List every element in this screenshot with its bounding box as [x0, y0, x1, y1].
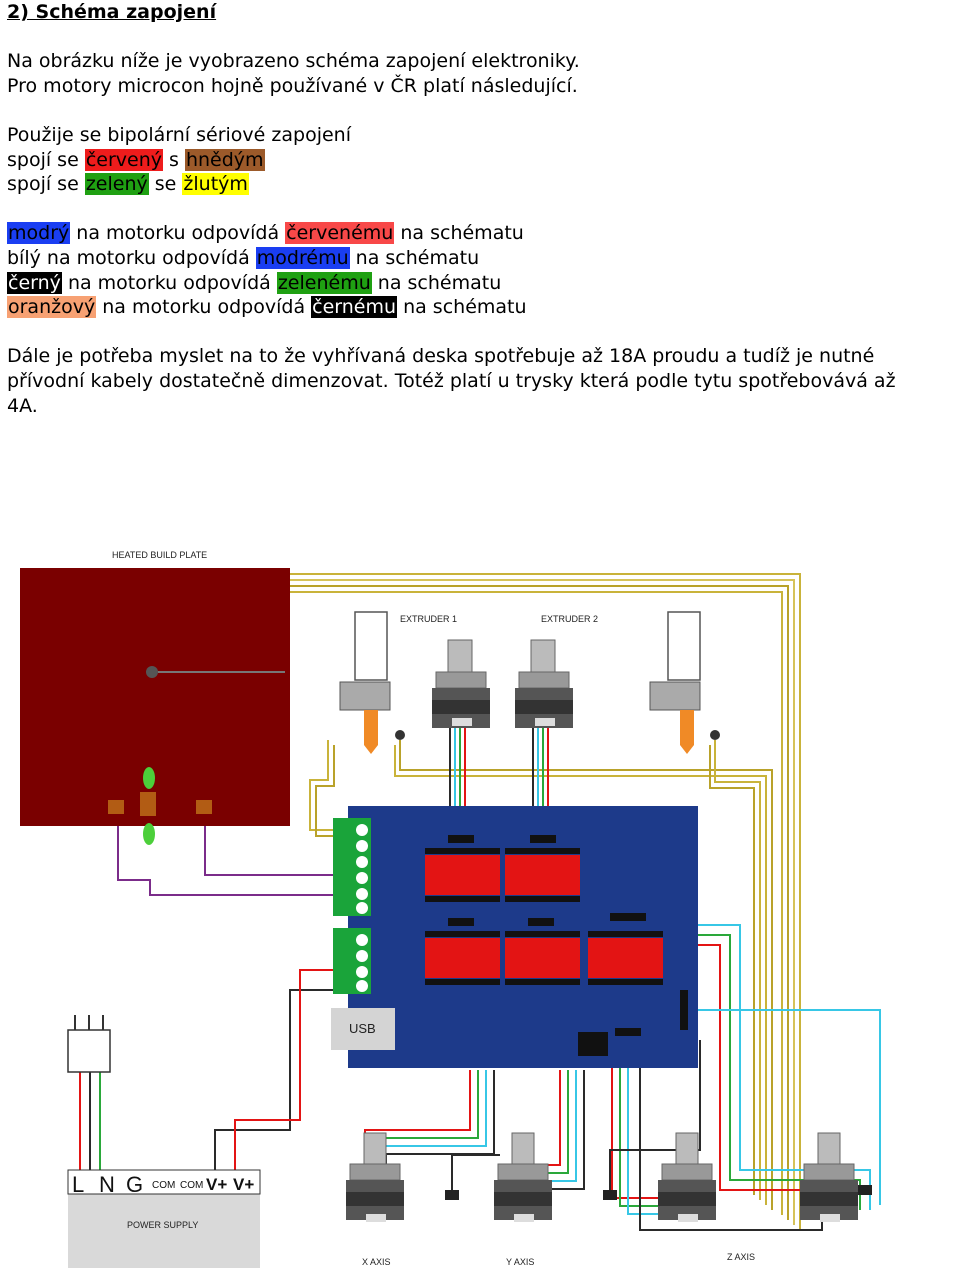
extruder-1-label: EXTRUDER 1 — [400, 614, 457, 624]
thermistor-icon — [146, 666, 158, 678]
text-span: se — [148, 173, 183, 196]
mapping-line-1: modrý na motorku odpovídá červenému na s… — [7, 221, 957, 246]
heated-build-plate — [20, 568, 290, 826]
highlight-yellow: žlutým — [182, 173, 249, 196]
plate-connector — [140, 792, 156, 816]
z-axis-label: Z AXIS — [727, 1252, 755, 1262]
serial-line-3: spojí se zelený se žlutým — [7, 172, 957, 197]
terminal-label: COM — [152, 1180, 175, 1191]
extruder-1-motor — [432, 639, 490, 728]
text-span: spojí se — [7, 148, 85, 171]
highlight-black: černý — [7, 271, 62, 294]
terminal-label: V+ — [206, 1175, 227, 1194]
hotend-2-block — [649, 681, 701, 711]
document-text: 2) Schéma zapojení Na obrázku níže je vy… — [7, 0, 957, 418]
text-span: bílý — [7, 246, 41, 269]
plate-terminal — [196, 800, 212, 814]
text-span: na motorku odpovídá — [70, 222, 286, 245]
highlight-blue: modrému — [255, 246, 350, 269]
power-jack — [578, 1032, 608, 1056]
text-span: na motorku odpovídá — [96, 296, 312, 319]
usb-label: USB — [349, 1021, 376, 1036]
text-span: na schématu — [397, 296, 527, 319]
terminal-label: COM — [180, 1180, 203, 1191]
usb-port[interactable] — [331, 1008, 395, 1050]
mapping-line-4: oranžový na motorku odpovídá černému na … — [7, 295, 957, 320]
hotend-2-nozzle — [680, 710, 694, 754]
hotend-1-fan — [354, 611, 388, 681]
endstop-switch — [445, 1190, 459, 1200]
hotend-2-fan — [667, 611, 701, 681]
terminal-label: L — [72, 1172, 84, 1197]
power-terminals: L N G COM COM V+ V+ — [72, 1172, 254, 1197]
highlight-red: červenému — [285, 222, 395, 245]
highlight-green: zelený — [84, 173, 149, 196]
text-span: spojí se — [7, 173, 85, 196]
terminal-label: N — [99, 1172, 115, 1197]
note-line-1: Dále je potřeba myslet na to že vyhřívan… — [7, 345, 875, 368]
note-line-3: 4A. — [7, 394, 38, 417]
x-axis-motor — [346, 1132, 404, 1222]
led-icon — [143, 823, 155, 845]
text-span: na motorku odpovídá — [40, 246, 256, 269]
plate-terminal — [108, 800, 124, 814]
serial-line-1: Použije se bipolární sériové zapojení — [7, 123, 351, 146]
mapping-line-3: černý na motorku odpovídá zelenému na sc… — [7, 271, 957, 296]
intro-line-2: Pro motory microcon hojně používané v ČR… — [7, 74, 578, 97]
note-line-2: přívodní kabely dostatečně dimenzovat. T… — [7, 369, 896, 392]
mapping-line-2: bílý na motorku odpovídá modrému na sché… — [7, 246, 957, 271]
x-axis-label: X AXIS — [362, 1257, 391, 1267]
terminal-label: V+ — [233, 1175, 254, 1194]
extruder-2-label: EXTRUDER 2 — [541, 614, 598, 624]
z-axis-motor-1 — [658, 1132, 716, 1222]
heated-plate-label: HEATED BUILD PLATE — [112, 550, 207, 560]
text-span: na motorku odpovídá — [61, 271, 277, 294]
highlight-orange: oranžový — [7, 296, 97, 319]
power-supply-label: POWER SUPPLY — [127, 1220, 198, 1230]
wiring-diagram: HEATED BUILD PLATE EXTRUDER 1 EXTRUDER 2 — [20, 550, 881, 1268]
stepper-drivers — [425, 848, 663, 985]
hotend-1-block — [339, 681, 391, 711]
terminal-label: G — [126, 1172, 143, 1197]
highlight-red: červený — [84, 148, 163, 171]
extruder-2-motor — [515, 639, 573, 728]
hotend-1-nozzle — [364, 710, 378, 754]
text-span: s — [162, 148, 185, 171]
endstop-switch — [603, 1190, 617, 1200]
z-axis-motor-2 — [800, 1132, 858, 1222]
text-span: na schématu — [371, 271, 502, 294]
y-axis-label: Y AXIS — [506, 1257, 534, 1267]
text-span: na schématu — [349, 246, 480, 269]
led-icon — [143, 767, 155, 789]
highlight-green: zelenému — [276, 271, 372, 294]
text-span: na schématu — [394, 222, 524, 245]
power-plug — [67, 1029, 111, 1073]
section-heading: 2) Schéma zapojení — [7, 1, 217, 23]
highlight-brown: hnědým — [184, 148, 265, 171]
highlight-black: černému — [311, 296, 398, 319]
endstop-switch — [858, 1185, 872, 1195]
intro-line-1: Na obrázku níže je vyobrazeno schéma zap… — [7, 50, 580, 73]
y-axis-motor — [494, 1132, 552, 1222]
serial-line-2: spojí se červený s hnědým — [7, 148, 957, 173]
highlight-blue: modrý — [7, 222, 71, 245]
